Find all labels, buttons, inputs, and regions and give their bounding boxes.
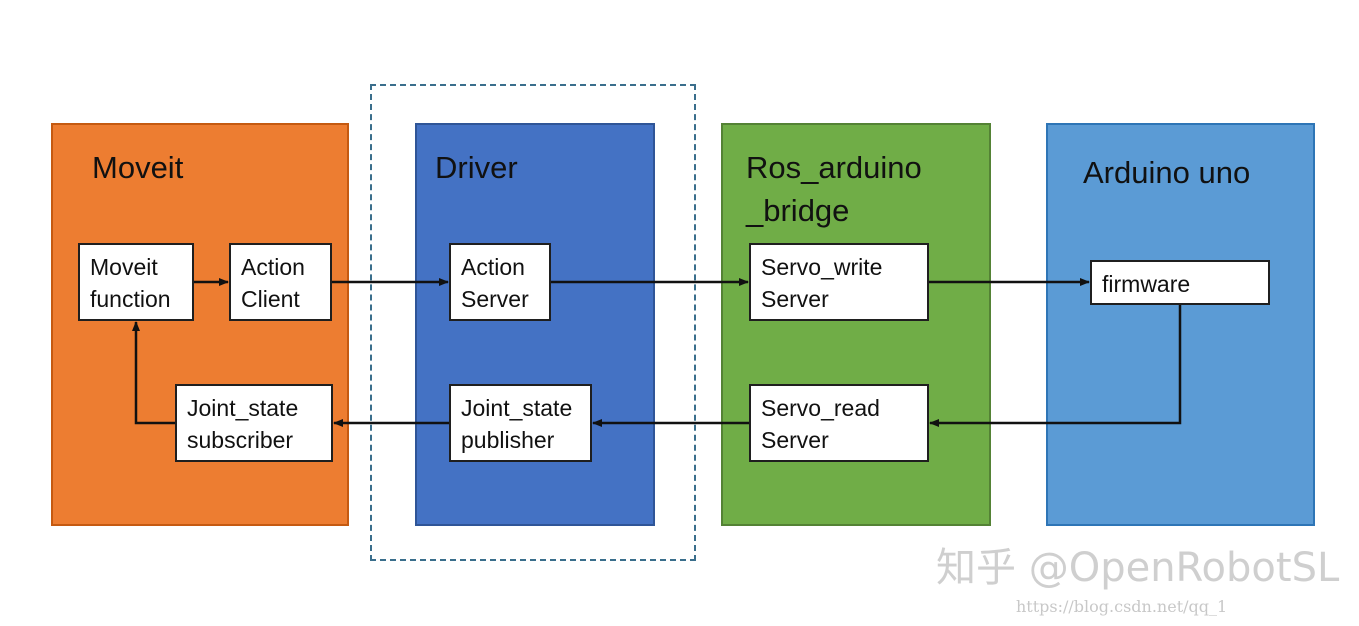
driver-panel-title: Driver <box>435 150 518 185</box>
arduino-uno-panel-title: Arduino uno <box>1083 155 1251 190</box>
servo-write-server-node: Servo_write Server <box>749 243 929 321</box>
csdn-url-watermark: https://blog.csdn.net/qq_1 <box>1016 597 1228 616</box>
moveit-function-node: Moveit function <box>78 243 194 321</box>
joint-state-publisher-node: Joint_state publisher <box>449 384 592 462</box>
joint-state-subscriber-to-moveit-function-arrow <box>132 321 175 425</box>
joint-state-subscriber-node: Joint_state subscriber <box>175 384 333 462</box>
driver-dashed-frame <box>370 84 696 561</box>
zhihu-watermark: 知乎 @OpenRobotSL <box>936 545 1340 591</box>
firmware-to-servo-read-arrow <box>929 305 1182 427</box>
moveit-panel-title: Moveit <box>92 150 184 185</box>
action-client-node: Action Client <box>229 243 332 321</box>
servo-read-server-node: Servo_read Server <box>749 384 929 462</box>
ros-arduino-bridge-panel-title: Ros_arduino _bridge <box>746 150 922 228</box>
action-server-node: Action Server <box>449 243 551 321</box>
firmware-node: firmware <box>1090 260 1270 305</box>
